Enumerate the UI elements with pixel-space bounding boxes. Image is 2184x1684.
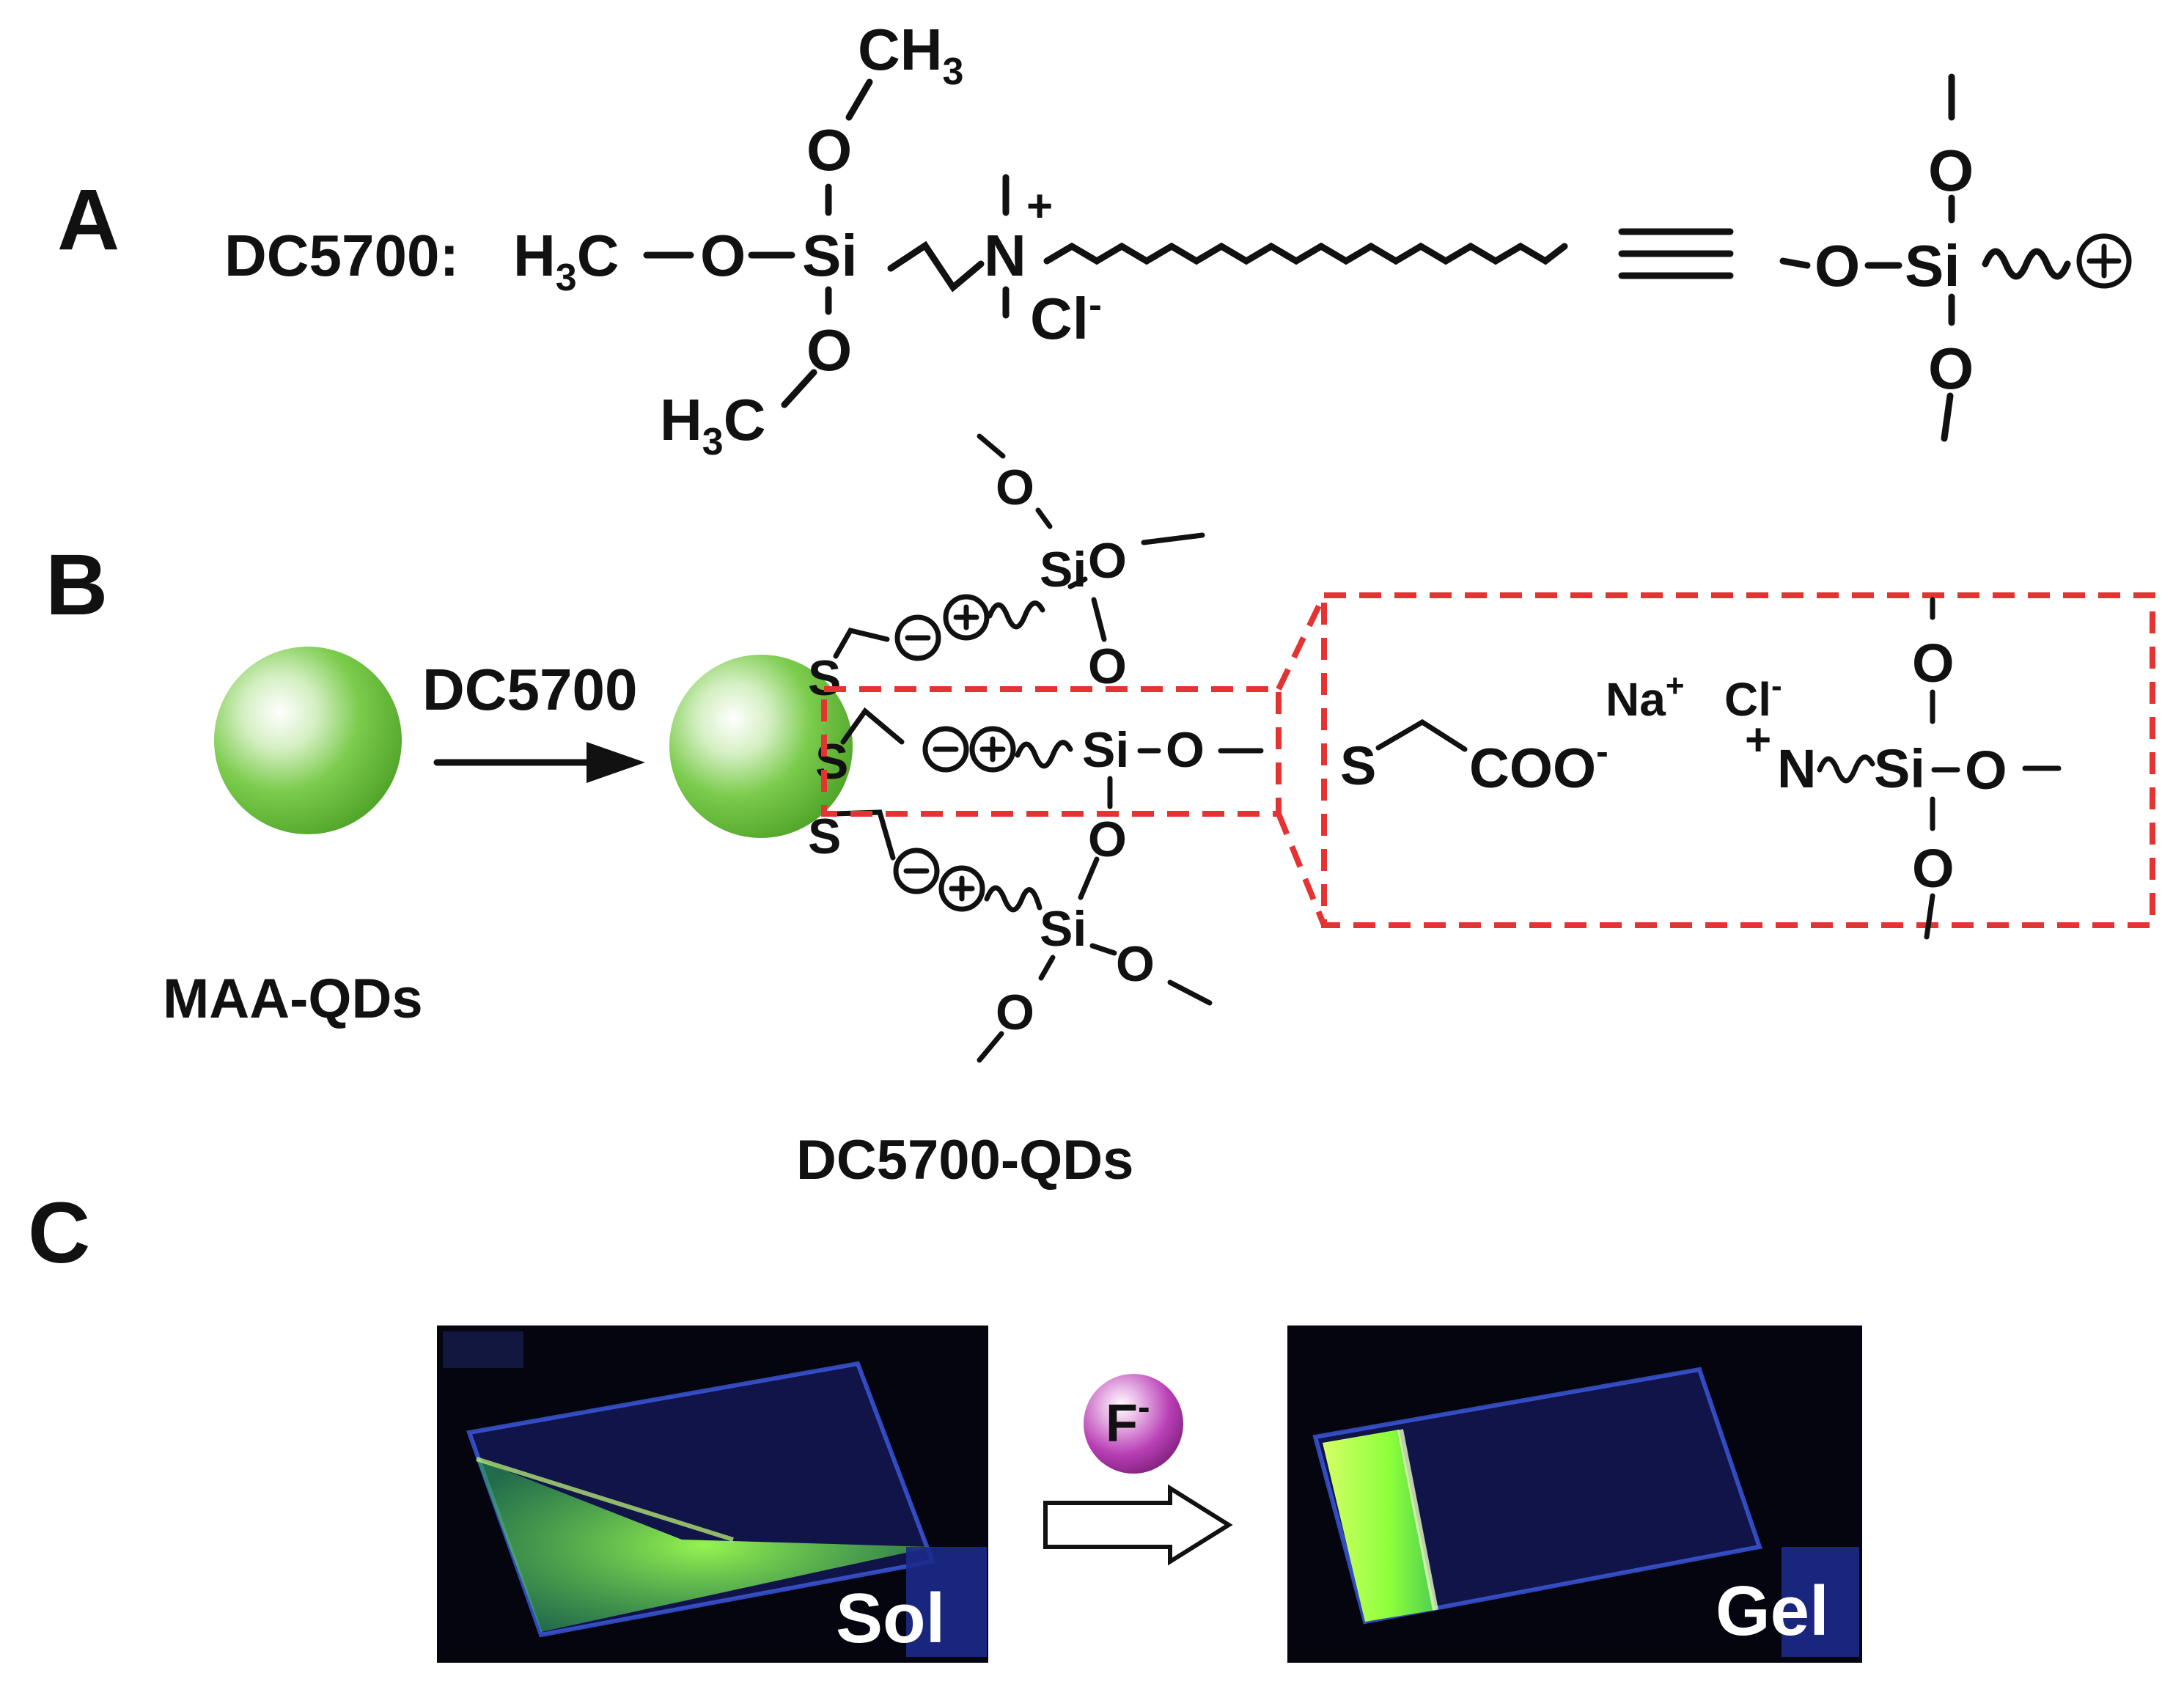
reagent-label: DC5700	[422, 657, 638, 722]
sulfur-1: S	[808, 650, 841, 706]
oxygen-b1-right: O	[1088, 533, 1127, 589]
silicon-b1: Si	[1040, 542, 1087, 598]
product-label: DC5700-QDs	[796, 1129, 1133, 1191]
start-label: MAA-QDs	[163, 968, 423, 1030]
cation-symbol-simple	[2076, 233, 2132, 289]
carboxylate-detail: COO-	[1469, 731, 1608, 800]
gel-label: Gel	[1716, 1572, 1829, 1650]
sol-label: Sol	[836, 1579, 945, 1658]
zoom-detail-box	[1321, 592, 2155, 928]
silicon-a: Si	[802, 223, 858, 288]
nitrogen-detail-charge: +	[1745, 715, 1771, 765]
panel-label-b: B	[45, 537, 108, 633]
sulfur-detail: S	[1340, 735, 1376, 796]
oxygen-b1-bottom: O	[1088, 639, 1127, 694]
silicon-b3: Si	[1040, 901, 1087, 957]
panel-a-structure: DC5700: H3C O Si O CH3 O H3C N + Cl- O	[224, 17, 2132, 463]
oxygen-b3-bottom: O	[996, 985, 1034, 1040]
qd-sphere-start	[214, 647, 402, 834]
silicon-detail: Si	[1874, 738, 1925, 799]
oxygen-simple-left: O	[1815, 233, 1860, 298]
sulfur-3: S	[808, 809, 841, 864]
open-arrow	[1043, 1484, 1233, 1566]
oxygen-b1-top: O	[996, 460, 1034, 515]
oxygen-b3-top: O	[1088, 812, 1127, 867]
methyl-left: H3C	[513, 223, 619, 299]
silicon-b2: Si	[1082, 722, 1129, 778]
compound-label: DC5700:	[224, 223, 459, 288]
chloride-a: Cl-	[1030, 283, 1102, 351]
nitrogen-detail: N	[1777, 738, 1816, 799]
silicon-simple: Si	[1905, 233, 1960, 298]
oxygen-detail-bottom: O	[1912, 838, 1955, 899]
nitrogen-charge: +	[1026, 181, 1053, 232]
sol-photo: Sol	[437, 1325, 988, 1663]
sodium-ion: Na+	[1606, 668, 1685, 726]
chloride-detail: Cl-	[1724, 668, 1782, 726]
qd-sphere-product	[669, 655, 853, 838]
methyl-bottom: H3C	[660, 387, 765, 463]
panel-c-photos: Sol F- Gel	[437, 1325, 1862, 1663]
oxygen-detail-top: O	[1912, 633, 1955, 694]
oxygen-b3-right: O	[1116, 936, 1155, 992]
fluoride-sphere	[1084, 1374, 1183, 1474]
oxygen-b2-right: O	[1166, 722, 1205, 778]
gel-photo: Gel	[1287, 1325, 1862, 1663]
oxygen-detail-right: O	[1965, 740, 2007, 801]
oxygen-a1: O	[700, 223, 746, 288]
panel-b-scheme: MAA-QDs DC5700 DC5700-QDs S Si O O O S	[163, 433, 2155, 1191]
zoom-source-box	[821, 686, 1282, 817]
nitrogen-a: N	[984, 223, 1026, 288]
oxygen-simple-bottom: O	[1928, 336, 1974, 401]
methyl-top: CH3	[858, 17, 963, 93]
oxygen-a-top: O	[806, 117, 852, 183]
oxygen-simple-top: O	[1928, 138, 1974, 203]
panel-label-c: C	[28, 1185, 90, 1282]
panel-label-a: A	[57, 172, 120, 268]
reaction-arrowhead	[587, 742, 645, 783]
fluoride-label: F-	[1106, 1386, 1150, 1453]
